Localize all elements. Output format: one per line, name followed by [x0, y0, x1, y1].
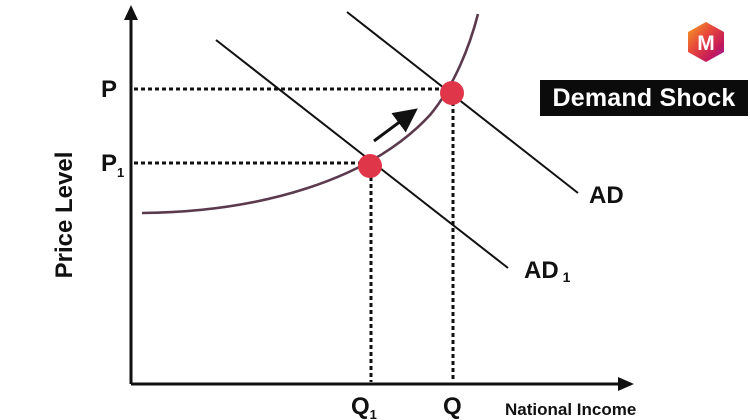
- x-axis-arrow-icon: [618, 377, 634, 391]
- quantity-label-q: Q: [443, 393, 462, 420]
- equilibrium-point-shifted: [440, 81, 464, 105]
- y-axis-label: Price Level: [51, 152, 78, 279]
- equilibrium-point-original: [358, 154, 382, 178]
- y-axis-arrow-icon: [124, 5, 138, 20]
- price-label-p: P: [101, 76, 117, 103]
- x-axis-label: National Income: [505, 400, 636, 419]
- badge-text: Demand Shock: [552, 83, 736, 112]
- quantity-label-q1: Q1: [351, 393, 377, 420]
- demand-shock-badge: Demand Shock: [540, 80, 748, 116]
- shift-arrow-icon: [373, 108, 418, 143]
- logo-letter: M: [697, 32, 715, 55]
- aggregate-supply-curve: [141, 13, 480, 215]
- ad-curve: [346, 11, 579, 194]
- brand-logo: M: [688, 22, 724, 62]
- price-label-p1: P1: [101, 150, 124, 180]
- ad-curve-label: AD: [589, 182, 624, 209]
- ad1-curve: [215, 39, 509, 269]
